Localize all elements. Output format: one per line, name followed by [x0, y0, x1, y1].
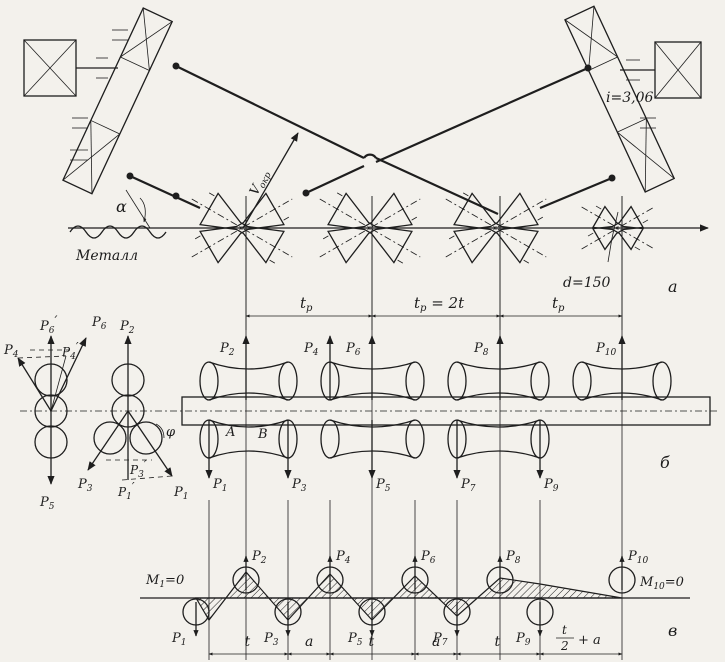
- skew-roll-2: [319, 192, 421, 264]
- force-label-P7: P7: [460, 477, 476, 494]
- dim-label-5: t: [495, 634, 501, 650]
- support-label-P5: P5: [347, 631, 363, 648]
- dim-label-3: t: [369, 634, 375, 650]
- label-p3-left: P3: [77, 477, 93, 494]
- force-label-P9: P9: [543, 477, 559, 494]
- pitch-2-label: tp = 2t: [414, 294, 465, 314]
- metal-wave: [69, 225, 167, 239]
- label-p6: P6: [91, 315, 107, 332]
- gear-ratio-label: i=3,06: [606, 90, 653, 106]
- pitch-1-label: tp: [300, 294, 313, 314]
- label-p4: P4: [3, 343, 19, 360]
- metal-label: Металл: [75, 248, 138, 264]
- force-label-P4: P4: [303, 341, 319, 358]
- label-p1-prime: P1′: [117, 480, 135, 502]
- support-label-P1: P1: [171, 631, 186, 648]
- label-p3-prime: P3′: [129, 458, 147, 480]
- m1-label: M1=0: [145, 573, 184, 590]
- label-p2-left: P2: [119, 319, 135, 336]
- pitch-3-label: tp: [552, 294, 565, 314]
- panel-a-letter: a: [668, 277, 678, 296]
- roll-pairs: [199, 361, 672, 459]
- left-force-resolution-1: P6′ P6 P4 P4′ P5: [3, 314, 107, 512]
- label-p6-prime: P6′: [39, 314, 57, 336]
- pitch-dimensions: tp tp = 2t tp: [245, 294, 623, 318]
- velocity-label: Vокр: [247, 168, 274, 199]
- force-label-P2: P2: [219, 341, 235, 358]
- left-gear-housing: [62, 7, 174, 195]
- drive-shafts: [126, 62, 616, 215]
- velocity-vector: [242, 132, 299, 229]
- panel-v-letter: в: [668, 621, 677, 640]
- point-a: A: [225, 425, 235, 440]
- moment-diagram: [194, 571, 623, 622]
- spacing-dimensions: t a t a t t 2 + a: [208, 623, 623, 656]
- dim-label-1: t: [245, 634, 251, 650]
- panel-a-kinematic-scheme: α Металл Vокр i=3,06 d=150 a: [23, 5, 709, 296]
- point-b: B: [257, 427, 268, 442]
- panel-b-letter: б: [660, 453, 670, 472]
- svg-text:+ a: + a: [578, 633, 601, 648]
- svg-text:2: 2: [560, 639, 569, 653]
- label-p4-prime: P4′: [61, 340, 79, 362]
- right-gear-train: [564, 5, 702, 193]
- support-label-P7: P7: [432, 631, 448, 648]
- force-label-P8: P8: [473, 341, 489, 358]
- force-label-P6: P6: [345, 341, 361, 358]
- label-p5: P5: [39, 495, 55, 512]
- support-label-P10: P10: [627, 549, 648, 566]
- dim-label-4: a: [432, 634, 440, 650]
- right-gear-housing: [564, 5, 676, 193]
- diameter-label: d=150: [563, 275, 611, 291]
- support-label-P6: P6: [420, 549, 436, 566]
- skew-roll-1: [191, 192, 293, 264]
- support-label-P8: P8: [505, 549, 521, 566]
- force-label-P5: P5: [375, 477, 391, 494]
- label-p1-left: P1: [173, 485, 188, 502]
- angle-label: α: [116, 197, 127, 216]
- roll-pair-3: [447, 361, 550, 459]
- skew-roll-3: [445, 192, 547, 264]
- angle-phi: φ: [166, 425, 176, 440]
- support-label-P9: P9: [515, 631, 531, 648]
- left-force-resolution-2: P2 P3 P3′ P1′ P1 φ: [77, 319, 188, 502]
- support-label-P3: P3: [263, 631, 279, 648]
- m10-label: M10=0: [639, 575, 684, 592]
- roll-pair-1: [199, 361, 298, 459]
- svg-text:t: t: [562, 623, 567, 637]
- force-label-P10: P10: [595, 341, 616, 358]
- dim-label-2: a: [305, 634, 313, 650]
- dim-label-last: t 2 + a: [556, 623, 601, 653]
- force-label-P3: P3: [291, 477, 307, 494]
- support-label-P4: P4: [335, 549, 351, 566]
- force-label-P1: P1: [212, 477, 227, 494]
- support-label-P2: P2: [251, 549, 267, 566]
- left-gear-train: [23, 7, 174, 195]
- skew-roll-stands: [191, 192, 655, 264]
